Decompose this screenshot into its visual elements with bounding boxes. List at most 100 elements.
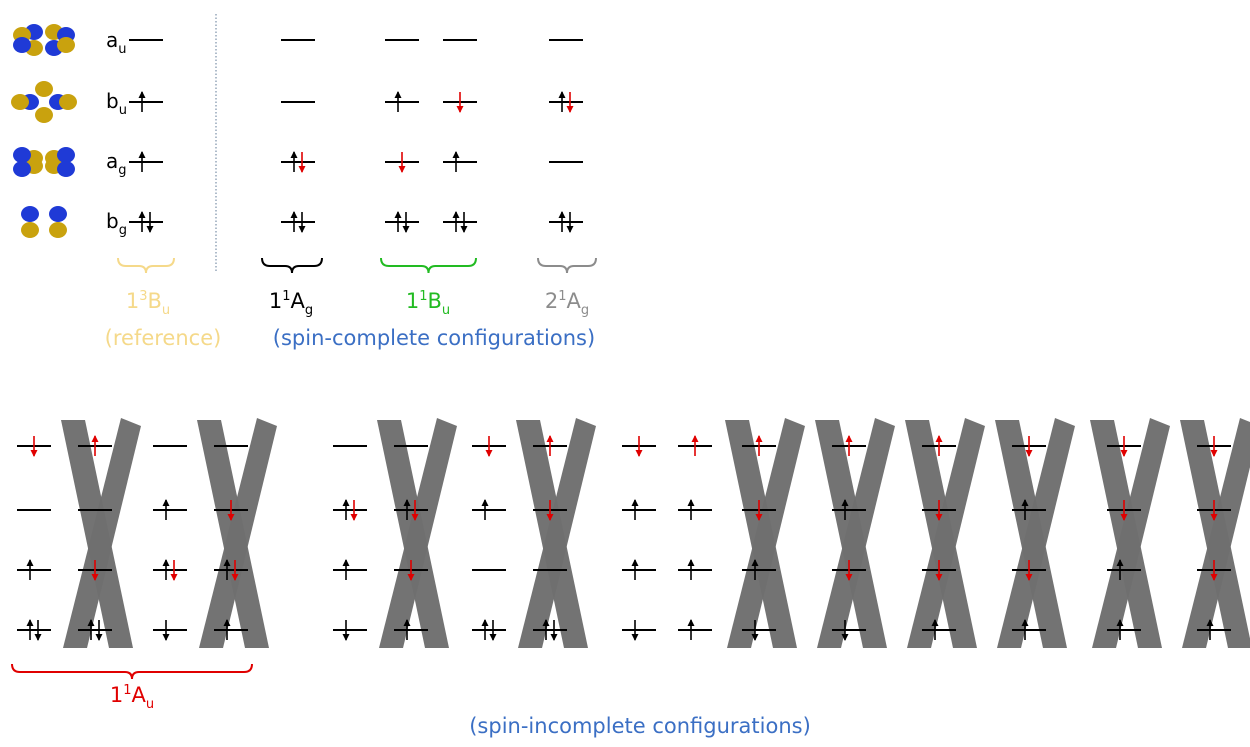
strike-cross-mark (1090, 418, 1170, 648)
spin-incomplete-note: (spin-incomplete configurations) (469, 714, 811, 738)
cross-stroke-2 (817, 418, 895, 648)
spin-down-arrow (398, 166, 406, 173)
state-label-2-1ag: 21Ag (544, 289, 590, 318)
configuration (742, 435, 776, 641)
spin-down-arrow (1120, 450, 1128, 457)
configuration (832, 435, 866, 641)
spin-up-arrow (1021, 619, 1029, 626)
spin-down-arrow (95, 634, 103, 641)
spin-up-arrow (403, 499, 411, 506)
strike-cross-mark (377, 418, 457, 648)
orbital-lobe (49, 222, 67, 238)
cross-stroke-2 (199, 418, 277, 648)
spin-down-arrow (407, 574, 415, 581)
ag-lobe-icon (13, 147, 75, 177)
strike-cross-mark (815, 418, 895, 648)
spin-complete-note: (spin-complete configurations) (272, 326, 596, 350)
spin-up-arrow (342, 499, 350, 506)
spin-up-arrow (87, 619, 95, 626)
spin-up-arrow (26, 619, 34, 626)
orbital-lobe (11, 94, 29, 110)
spin-down-arrow (566, 106, 574, 113)
spin-up-arrow (223, 559, 231, 566)
bu-lobe-icon (11, 81, 77, 123)
spin-down-arrow (162, 634, 170, 641)
spin-up-arrow (755, 435, 763, 442)
orbital-lobe (21, 222, 39, 238)
orbital-lobe (13, 37, 31, 53)
configuration (385, 39, 419, 233)
spin-down-arrow (841, 634, 849, 641)
strike-cross-mark (905, 418, 985, 648)
orbital-label-bg: bg (106, 209, 127, 238)
spin-down-arrow (456, 106, 464, 113)
spin-down-arrow (146, 226, 154, 233)
spin-up-arrow (931, 619, 939, 626)
spin-down-arrow (1025, 450, 1033, 457)
spin-down-arrow (751, 634, 759, 641)
spin-up-arrow (1116, 559, 1124, 566)
configuration (622, 436, 656, 641)
brace-reference (117, 257, 175, 274)
cross-stroke-2 (997, 418, 1075, 648)
orbital-lobe (13, 147, 31, 163)
configuration (443, 39, 477, 233)
configuration (1197, 436, 1231, 640)
spin-down-arrow (350, 514, 358, 521)
configuration (533, 435, 567, 641)
spin-up-arrow (138, 211, 146, 218)
cross-stroke-2 (727, 418, 805, 648)
spin-down-arrow (342, 634, 350, 641)
brace-2-1ag (537, 257, 597, 274)
spin-down-arrow (489, 634, 497, 641)
spin-up-arrow (1206, 619, 1214, 626)
spin-up-arrow (751, 559, 759, 566)
spin-down-arrow (1210, 450, 1218, 457)
configuration (549, 39, 583, 233)
spin-up-arrow (162, 559, 170, 566)
spin-up-arrow (26, 559, 34, 566)
spin-up-arrow (452, 211, 460, 218)
orbital-lobe (57, 161, 75, 177)
spin-up-arrow (162, 499, 170, 506)
spin-down-arrow (91, 574, 99, 581)
bg-lobe-icon (21, 206, 67, 238)
configuration (922, 435, 956, 640)
strike-cross-mark (995, 418, 1075, 648)
cross-stroke-2 (518, 418, 596, 648)
spin-up-arrow (845, 435, 853, 442)
orbital-lobe (13, 161, 31, 177)
state-label-1-1au: 11Au (109, 683, 155, 712)
spin-up-arrow (542, 619, 550, 626)
spin-up-arrow (841, 499, 849, 506)
spin-up-arrow (290, 151, 298, 158)
spin-down-arrow (566, 226, 574, 233)
configuration (333, 445, 367, 641)
configuration (394, 445, 428, 640)
spin-up-arrow (223, 619, 231, 626)
state-label-1-1ag: 11Ag (268, 289, 314, 318)
spin-down-arrow (845, 574, 853, 581)
spin-down-arrow (402, 226, 410, 233)
spin-up-arrow (687, 559, 695, 566)
spin-down-arrow (485, 450, 493, 457)
spin-up-arrow (691, 435, 699, 442)
spin-up-arrow (481, 499, 489, 506)
cross-stroke-2 (63, 418, 141, 648)
spin-up-arrow (394, 211, 402, 218)
spin-up-arrow (290, 211, 298, 218)
spin-down-arrow (227, 514, 235, 521)
brace-1-1au (11, 663, 253, 680)
configuration (472, 436, 506, 641)
spin-up-arrow (558, 91, 566, 98)
strike-cross-mark (61, 418, 141, 648)
brace-1-1ag (261, 257, 323, 274)
spin-down-arrow (1210, 574, 1218, 581)
orbital-lobe (35, 107, 53, 123)
au-lobe-icon (13, 24, 75, 56)
strike-cross-mark (197, 418, 277, 648)
spin-up-arrow (403, 619, 411, 626)
spin-up-arrow (481, 619, 489, 626)
spin-down-arrow (411, 514, 419, 521)
